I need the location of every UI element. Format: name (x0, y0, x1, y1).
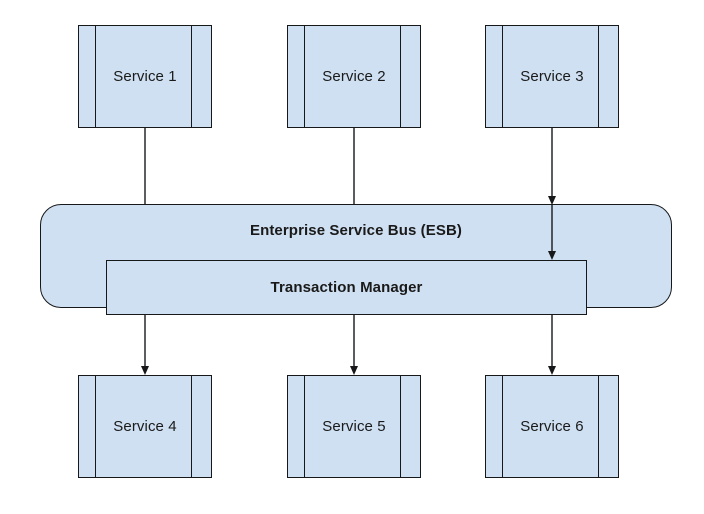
node-label-service-4: Service 4 (113, 418, 177, 435)
node-label-service-3: Service 3 (520, 68, 584, 85)
node-transaction-manager[interactable]: Transaction Manager (106, 260, 587, 315)
node-service-6[interactable]: Service 6 (485, 374, 619, 479)
node-label-transaction-manager: Transaction Manager (270, 279, 423, 296)
component-divider-left-icon (304, 374, 305, 479)
component-divider-right-icon (400, 24, 401, 129)
component-divider-left-icon (502, 24, 503, 129)
node-label-enterprise-service-bus: Enterprise Service Bus (ESB) (249, 222, 463, 239)
node-label-service-2: Service 2 (322, 68, 386, 85)
node-label-service-5: Service 5 (322, 418, 386, 435)
component-divider-left-icon (502, 374, 503, 479)
component-divider-right-icon (191, 374, 192, 479)
component-divider-right-icon (598, 374, 599, 479)
component-divider-right-icon (598, 24, 599, 129)
component-divider-left-icon (304, 24, 305, 129)
node-service-5[interactable]: Service 5 (287, 374, 421, 479)
node-service-4[interactable]: Service 4 (78, 374, 212, 479)
component-divider-right-icon (400, 374, 401, 479)
component-divider-left-icon (95, 24, 96, 129)
edge-service-3-to-esb (548, 128, 556, 205)
component-divider-left-icon (95, 374, 96, 479)
edge-transaction-manager-to-service-6 (548, 315, 556, 375)
node-label-service-6: Service 6 (520, 418, 584, 435)
edge-transaction-manager-to-service-5 (350, 315, 358, 375)
node-service-2[interactable]: Service 2 (287, 24, 421, 129)
node-service-3[interactable]: Service 3 (485, 24, 619, 129)
component-divider-right-icon (191, 24, 192, 129)
node-label-service-1: Service 1 (113, 68, 177, 85)
edge-transaction-manager-to-service-4 (141, 315, 149, 375)
node-service-1[interactable]: Service 1 (78, 24, 212, 129)
